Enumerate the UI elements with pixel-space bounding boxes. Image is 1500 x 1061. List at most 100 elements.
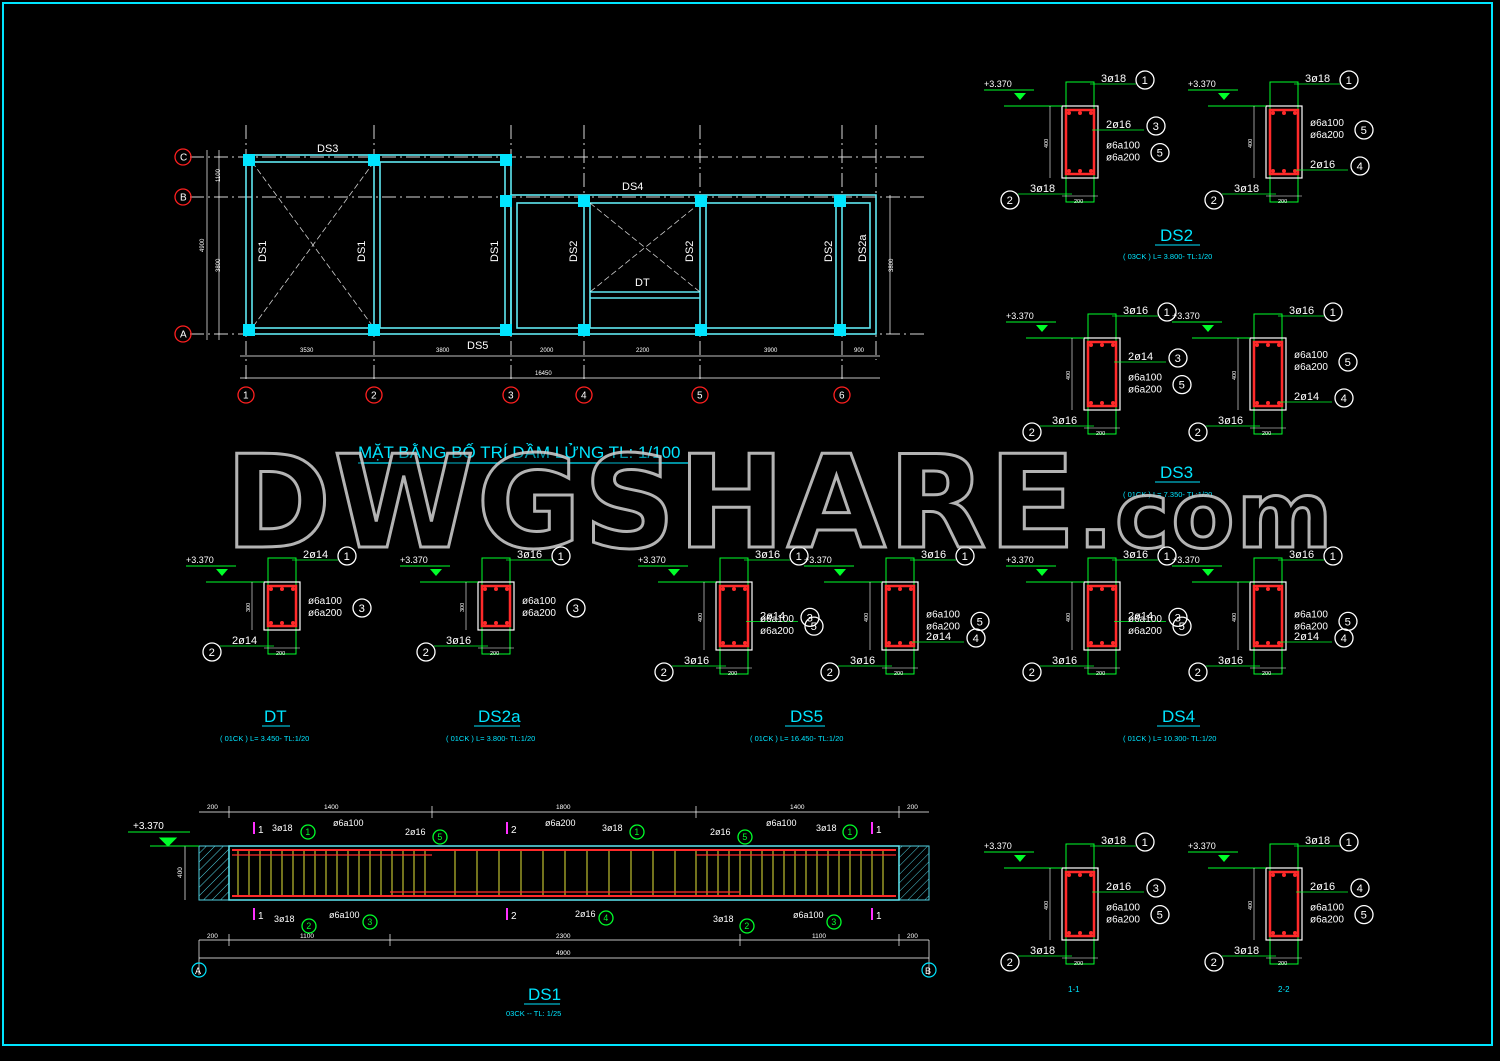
bottom-bar-1 <box>1078 169 1082 173</box>
section-level-text: +3.370 <box>1188 841 1216 851</box>
plan-dim-right: 3800 <box>889 258 895 272</box>
bottom-bar-0 <box>1255 641 1259 645</box>
section-top-bar-label: 3ø16 <box>1289 305 1314 317</box>
axis-bubble-x-3: 3 <box>502 386 520 404</box>
section-top-bar-label: 3ø16 <box>755 549 780 561</box>
ds4-title: DS4 <box>1162 707 1195 726</box>
section-bot-bubble-num: 2 <box>1029 667 1035 679</box>
section-stir-bubble: 5 <box>1338 611 1358 632</box>
section-bot-bar-label: 2ø14 <box>232 635 257 647</box>
section-stir-bubble: 5 <box>1150 142 1170 163</box>
section-stirrup <box>1268 108 1300 176</box>
svg-text:B: B <box>925 966 931 976</box>
section-bot-bubble: 2 <box>416 642 436 662</box>
section-stir2-label: ø6a200 <box>522 608 556 619</box>
elev-label-bot-mid-bar: 2ø16 <box>575 909 596 919</box>
bottom-bar-0 <box>1271 931 1275 935</box>
axis-bubble-x-6-num: 6 <box>839 391 845 402</box>
elev-label-bot-r-stir: ø6a100 <box>793 910 824 920</box>
plan-columns <box>243 154 846 336</box>
axis-bubble-y-2: A <box>174 325 192 343</box>
section-width-dim: 200 <box>490 651 499 657</box>
bottom-bar-0 <box>1067 169 1071 173</box>
beam-sections: +3.370 400 200 3ø18 1 3ø18 2 2ø16 3 ø6a100 ø6a200 5… <box>186 70 1374 972</box>
section-mid-bar-label: 2ø14 <box>926 631 951 643</box>
top-bar-2 <box>1111 587 1115 591</box>
top-bar-2 <box>743 587 747 591</box>
section-top-bar-label: 3ø16 <box>1289 549 1314 561</box>
section-height-dim: 400 <box>1044 901 1050 910</box>
section-top-bubble: 1 <box>1339 832 1359 852</box>
svg-text:A: A <box>195 966 201 976</box>
axis-bubble-x-2-num: 2 <box>371 391 377 402</box>
bottom-bar-0 <box>887 641 891 645</box>
section-bot-bubble-num: 2 <box>1195 427 1201 439</box>
section-mid-bubble: 3 <box>1146 116 1166 136</box>
elev-top-dim-1: 200 <box>207 804 218 811</box>
ds2-note: ( 03CK ) L= 3.800- TL:1/20 <box>1123 252 1212 261</box>
top-bar-0 <box>1089 587 1093 591</box>
top-bar-0 <box>269 587 273 591</box>
section-top-bar-label: 3ø18 <box>1101 835 1126 847</box>
axis-grid <box>190 125 925 380</box>
top-bar-2 <box>1277 343 1281 347</box>
section-stir1-label: ø6a100 <box>1106 903 1140 914</box>
section-stir-bubble: 3 <box>566 598 586 618</box>
section-level-text: +3.370 <box>984 841 1012 851</box>
section-height-dim: 400 <box>1248 901 1254 910</box>
section-mid-bubble: 4 <box>1334 388 1354 408</box>
dt-note: ( 01CK ) L= 3.450- TL:1/20 <box>220 734 309 743</box>
bottom-bar-1 <box>1100 641 1104 645</box>
elev-bubble-5b-num: 5 <box>742 832 747 842</box>
elev-total-dim: 4900 <box>556 950 571 957</box>
section-column <box>719 557 749 675</box>
section-height-dim: 400 <box>864 613 870 622</box>
ds2a-note: ( 01CK ) L= 3.800- TL:1/20 <box>446 734 535 743</box>
bottom-bar-0 <box>1089 401 1093 405</box>
section-height-dim: 300 <box>460 603 466 612</box>
bottom-bar-2 <box>1111 401 1115 405</box>
section-bot-bubble-num: 2 <box>827 667 833 679</box>
top-bar-0 <box>1271 111 1275 115</box>
section-level-text: +3.370 <box>400 555 428 565</box>
section-stir2-label: ø6a200 <box>1294 621 1328 632</box>
section-column <box>1087 557 1117 675</box>
section-bot-bubble: 2 <box>1188 662 1208 682</box>
support-left <box>198 845 230 901</box>
section-width-dim: 200 <box>276 651 285 657</box>
section-stir1-label: ø6a100 <box>1310 118 1344 129</box>
section-top-bar-label: 3ø18 <box>1305 835 1330 847</box>
cut-mark-1-top-r: 1 <box>876 825 882 836</box>
section-outline <box>715 581 753 651</box>
elev-bubble-3a-num: 3 <box>367 917 372 927</box>
plan-label-ds4: DS4 <box>622 181 643 193</box>
section-mid-bar-label: 2ø14 <box>1128 610 1153 622</box>
section-stir1-label: ø6a100 <box>760 614 794 625</box>
section-bot-bubble-num: 2 <box>209 647 215 659</box>
section-stir-bubble-num: 5 <box>1345 357 1351 369</box>
section-column <box>1087 313 1117 435</box>
section-top-bubble-num: 1 <box>1346 837 1352 849</box>
elev-label-bot-r-bar: 3ø18 <box>713 914 734 924</box>
elev-label-top-r-stir: ø6a100 <box>766 818 797 828</box>
bottom-bar-0 <box>1089 641 1093 645</box>
elev-level-marker <box>128 831 199 847</box>
axis-bubble-y-0-num: C <box>180 153 187 164</box>
elev-axis-a: A <box>191 962 207 978</box>
section-bot-bubble: 2 <box>1000 952 1020 972</box>
section-stir-bubble: 5 <box>1354 120 1374 140</box>
section-bot-bubble: 2 <box>1022 662 1042 682</box>
section-width-dim: 200 <box>1278 199 1287 205</box>
section-stir-bubble-num: 5 <box>1345 616 1351 628</box>
top-bar-1 <box>1078 111 1082 115</box>
top-bar-2 <box>1111 343 1115 347</box>
elev-bubble-2a-num: 2 <box>306 921 311 931</box>
section-height-dim: 300 <box>246 603 252 612</box>
section-stir1-label: ø6a100 <box>308 596 342 607</box>
elev-bubble-2b-num: 2 <box>744 921 749 931</box>
section-stir-bubble-num: 5 <box>1179 380 1185 392</box>
section-column <box>481 557 511 655</box>
plan-label-dt: DT <box>635 277 650 289</box>
